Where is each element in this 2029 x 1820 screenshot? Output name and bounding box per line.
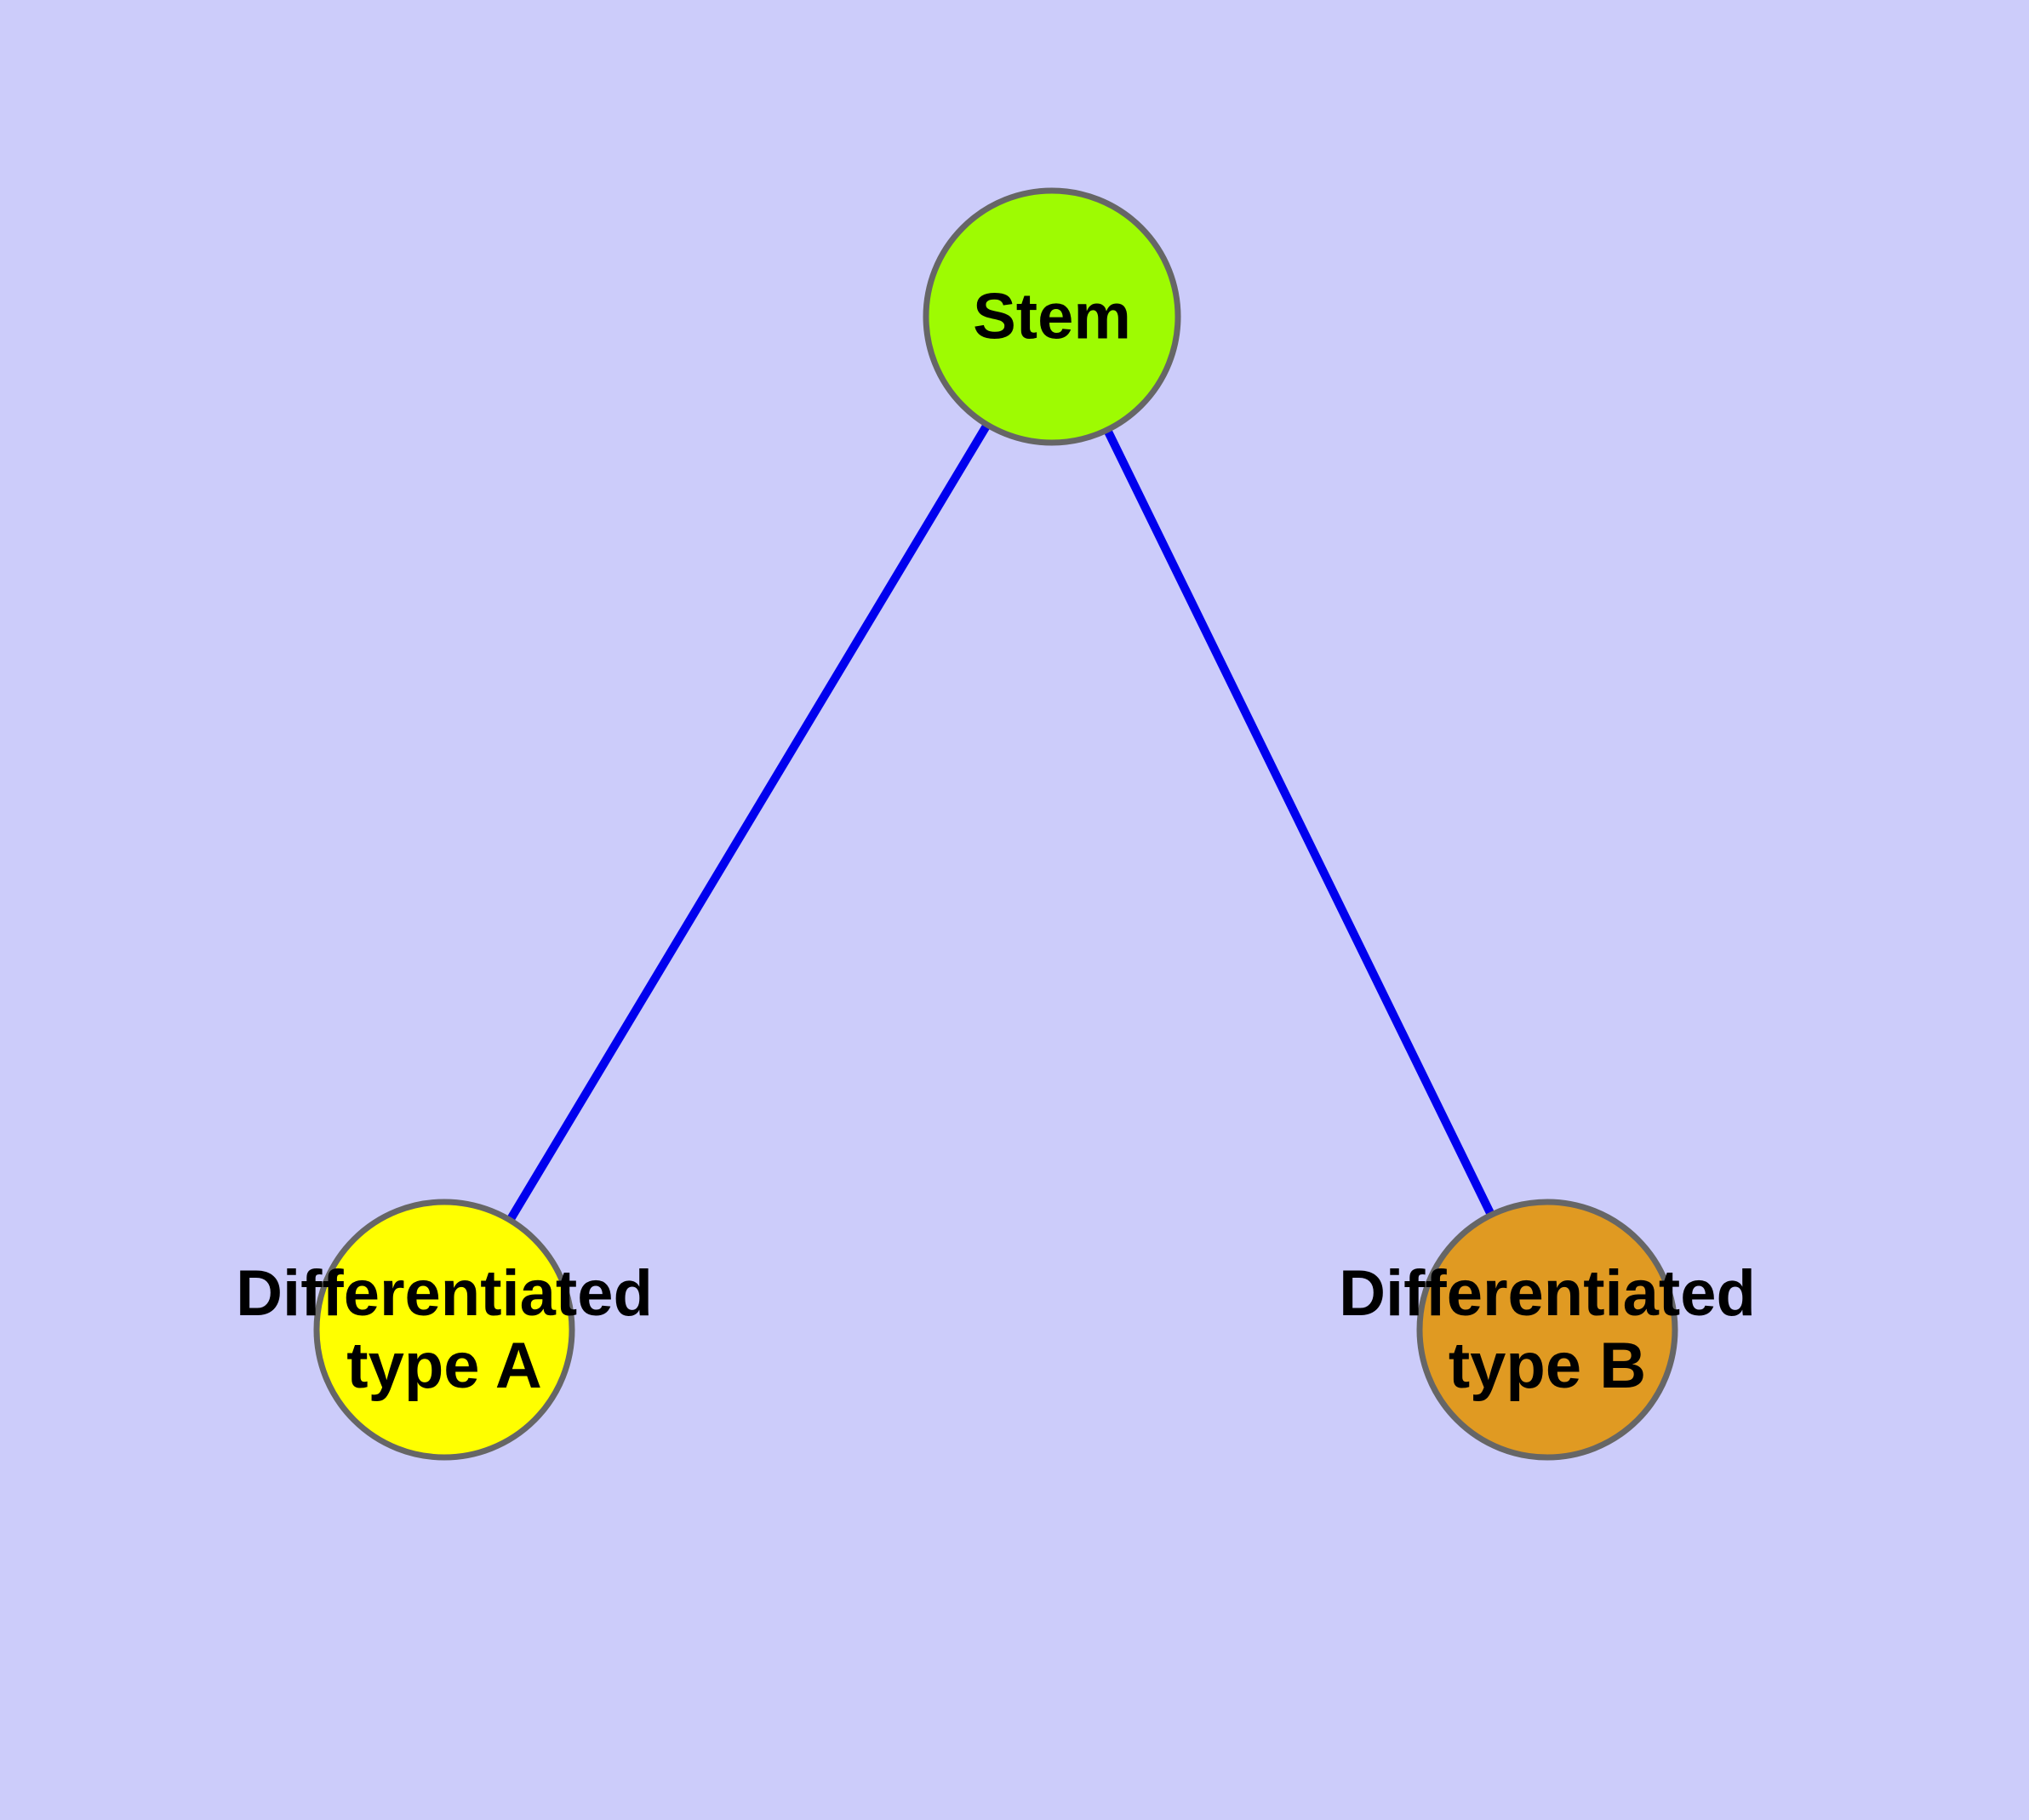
node-diff-b[interactable] [1416,1199,1678,1461]
edge-stem-diff-a[interactable] [440,314,1056,1332]
node-stem[interactable] [923,187,1181,446]
edges-group [440,314,1552,1332]
nodes-group [313,187,1678,1461]
edge-stem-diff-b[interactable] [1048,314,1552,1332]
node-diff-a[interactable] [313,1199,575,1461]
